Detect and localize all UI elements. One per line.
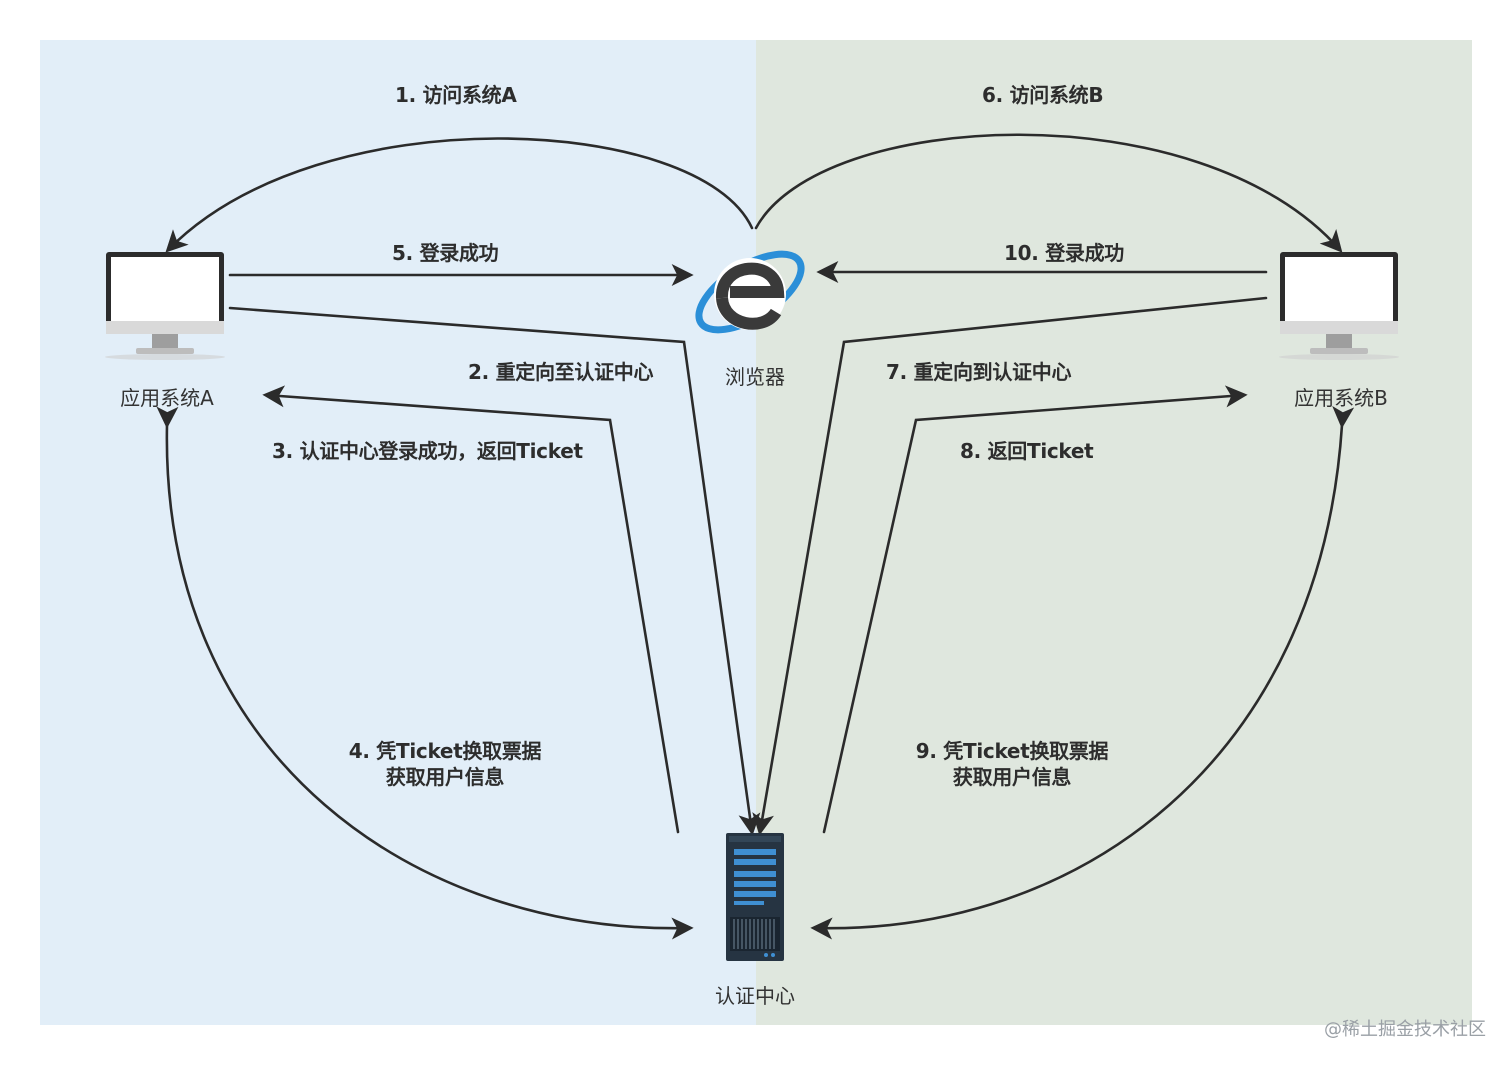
- step-6-label: 6. 访问系统B: [982, 83, 1104, 107]
- right-panel: [756, 40, 1472, 1025]
- system-a-label: 应用系统A: [120, 386, 214, 410]
- arrow-step-6: [754, 133, 1343, 253]
- step-4-label-line1: 4. 凭Ticket换取票据: [348, 739, 542, 763]
- step-10-label: 10. 登录成功: [1004, 241, 1124, 265]
- step-7-label: 7. 重定向到认证中心: [886, 360, 1072, 384]
- server-rack-icon: [726, 833, 784, 961]
- watermark: @稀土掘金技术社区: [1324, 1019, 1486, 1040]
- step-9-label-line2: 获取用户信息: [952, 765, 1072, 789]
- arrow-step-4: [156, 406, 694, 940]
- internet-explorer-icon: [695, 250, 805, 334]
- arrow-step-7: [752, 296, 1268, 836]
- step-3-label: 3. 认证中心登录成功，返回Ticket: [272, 439, 583, 463]
- step-5-label: 5. 登录成功: [392, 241, 499, 265]
- browser-label: 浏览器: [725, 365, 785, 389]
- arrow-step-9: [810, 405, 1355, 940]
- step-1-label: 1. 访问系统A: [395, 83, 517, 107]
- system-b-label: 应用系统B: [1294, 386, 1388, 410]
- arrow-step-2: [228, 306, 761, 836]
- arrow-step-1: [165, 137, 754, 253]
- desktop-monitor-icon: [1279, 252, 1399, 360]
- desktop-monitor-icon: [105, 252, 225, 360]
- left-panel: [40, 40, 756, 1025]
- step-9-label: 9. 凭Ticket换取票据 获取用户信息: [912, 738, 1112, 790]
- step-2-label: 2. 重定向至认证中心: [468, 360, 654, 384]
- auth-center-label: 认证中心: [715, 984, 795, 1008]
- step-4-label-line2: 获取用户信息: [385, 765, 505, 789]
- step-4-label: 4. 凭Ticket换取票据 获取用户信息: [345, 738, 545, 790]
- step-9-label-line1: 9. 凭Ticket换取票据: [915, 739, 1109, 763]
- step-8-label: 8. 返回Ticket: [960, 439, 1094, 463]
